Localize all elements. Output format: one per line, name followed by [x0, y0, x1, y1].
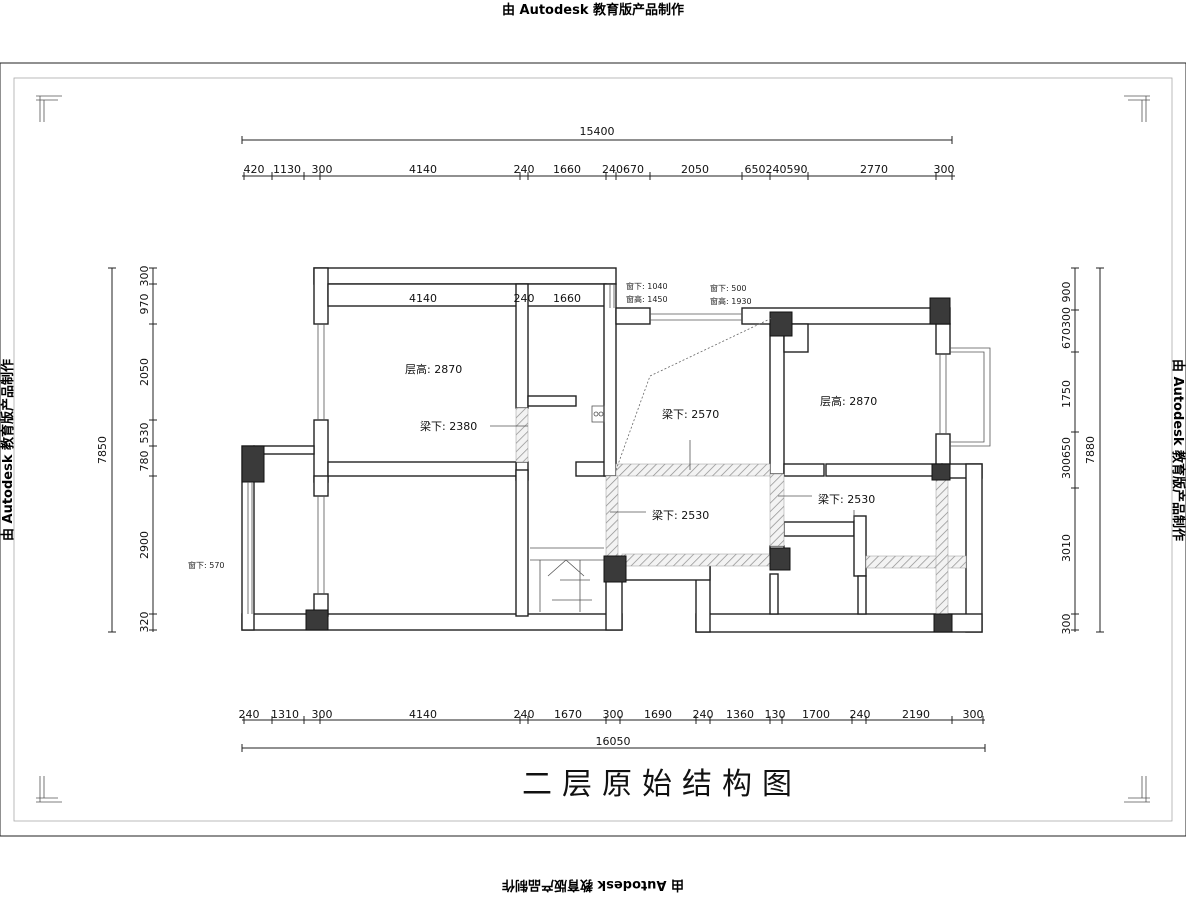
dim-bottom-seg-10: 1360: [726, 708, 754, 721]
dim-bottom-seg-2: 1310: [271, 708, 299, 721]
dim-right-seg-4: 300650: [1060, 437, 1073, 479]
dim-top-seg-9: 650240590: [745, 163, 808, 176]
dim-top-seg-3: 300: [312, 163, 333, 176]
window-b-head: 窗高: 1930: [710, 296, 752, 306]
beam-label-2530-b: 梁下: 2530: [818, 492, 875, 506]
dim-bottom-seg-15: 300: [963, 708, 984, 721]
drawing-title: 二层原始结构图: [522, 767, 802, 802]
dim-bottom-seg-1: 240: [239, 708, 260, 721]
floor-height-left: 层高: 2870: [405, 362, 462, 376]
dim-top-seg-1: 420: [244, 163, 265, 176]
dim-left-seg-5: 780: [138, 451, 151, 472]
beam-label-2570: 梁下: 2570: [662, 407, 719, 421]
dim-bottom-seg-6: 1670: [554, 708, 582, 721]
inner-frame: [13, 77, 1173, 822]
right-dimensions: 7880 900 670300 1750 300650 3010 300: [1060, 267, 1104, 635]
beam-label-2530-a: 梁下: 2530: [652, 508, 709, 522]
dim-right-seg-2: 670300: [1060, 307, 1073, 349]
dim-inner-1: 4140: [409, 292, 437, 305]
dim-top-ticks: [243, 172, 953, 180]
sheet-frame: [0, 62, 1186, 837]
dim-bottom-seg-5: 240: [514, 708, 535, 721]
dim-top-seg-4: 4140: [409, 163, 437, 176]
dim-top-total: 15400: [580, 125, 615, 138]
window-b-sill: 窗下: 500: [710, 283, 747, 293]
dim-inner-3: 1660: [553, 292, 581, 305]
corner-marks: [36, 95, 1150, 803]
dim-bottom-seg-3: 300: [312, 708, 333, 721]
dim-bottom-seg-12: 1700: [802, 708, 830, 721]
watermark-bottom: 由 Autodesk 教育版产品制作: [502, 877, 684, 893]
dim-top-seg-6: 1660: [553, 163, 581, 176]
floor-height-right: 层高: 2870: [820, 394, 877, 408]
diagonal-beam-line: [615, 317, 773, 471]
dim-right-seg-5: 3010: [1060, 534, 1073, 562]
dim-bottom-seg-13: 240: [850, 708, 871, 721]
dim-bottom-seg-8: 1690: [644, 708, 672, 721]
dim-bottom-seg-11: 130: [765, 708, 786, 721]
dim-left-seg-1: 300: [138, 266, 151, 287]
windows: [247, 284, 947, 614]
dim-left-seg-6: 2900: [138, 531, 151, 559]
window-a-head: 窗高: 1450: [626, 294, 668, 304]
dim-top-seg-10: 2770: [860, 163, 888, 176]
watermark-right: 由 Autodesk 教育版产品制作: [1170, 359, 1186, 541]
dim-right-seg-6: 300: [1060, 614, 1073, 635]
dim-top-seg-5: 240: [514, 163, 535, 176]
dim-left-seg-7: 320: [138, 612, 151, 633]
stairs: [530, 547, 604, 612]
sink-icon: [591, 405, 605, 423]
leader-lines: [490, 425, 855, 520]
watermark-left: 由 Autodesk 教育版产品制作: [0, 359, 16, 541]
watermark-top: 由 Autodesk 教育版产品制作: [502, 2, 684, 18]
dim-inner-2: 240: [514, 292, 535, 305]
dim-top-seg-8: 2050: [681, 163, 709, 176]
plan-walls: [241, 267, 991, 633]
dim-bottom-total: 16050: [596, 735, 631, 748]
dim-right-seg-1: 900: [1060, 282, 1073, 303]
dim-right-seg-3: 1750: [1060, 380, 1073, 408]
dim-top-seg-7: 240670: [602, 163, 644, 176]
dim-left-seg-3: 2050: [138, 358, 151, 386]
dim-left-total: 7850: [96, 436, 109, 464]
dim-left-seg-2: 970: [138, 294, 151, 315]
dim-top-seg-2: 1130: [273, 163, 301, 176]
dim-bottom-seg-14: 2190: [902, 708, 930, 721]
window-a-sill: 窗下: 1040: [626, 281, 668, 291]
left-dimensions: 7850 300 970 2050 530 780 2900 320: [96, 266, 157, 633]
window-sill-left: 窗下: 570: [188, 560, 225, 570]
top-dimensions: 15400 420 1130 300 4140 240 1660 240670 …: [241, 125, 955, 180]
dim-right-total: 7880: [1084, 436, 1097, 464]
beam-label-2380: 梁下: 2380: [420, 419, 477, 433]
dim-bottom-seg-7: 300: [603, 708, 624, 721]
dim-top-seg-11: 300: [934, 163, 955, 176]
dim-bottom-seg-4: 4140: [409, 708, 437, 721]
dim-left-seg-4: 530: [138, 423, 151, 444]
dim-bottom-seg-9: 240: [693, 708, 714, 721]
beam-hatches: [515, 407, 967, 615]
columns: [241, 297, 953, 633]
bottom-dimensions: 240 1310 300 4140 240 1670 300 1690 240 …: [239, 708, 986, 752]
